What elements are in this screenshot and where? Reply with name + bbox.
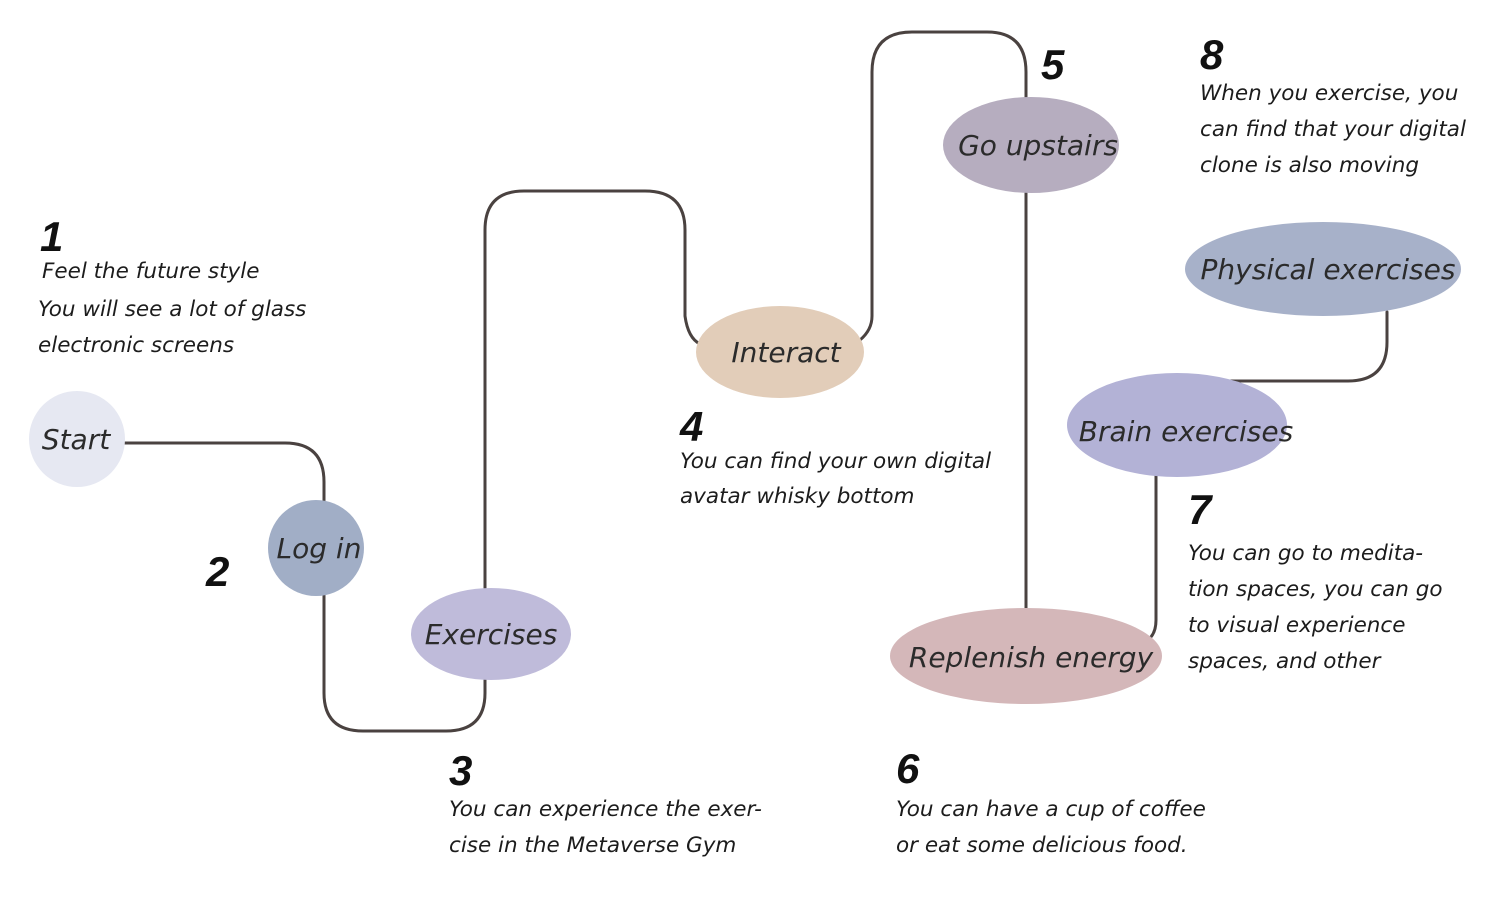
step-4-text-line-2: avatar whisky bottom <box>680 484 915 509</box>
node-start-shape <box>29 391 125 487</box>
node-interact-shape <box>696 306 864 398</box>
step-3-text-line-1: You can experience the exer- <box>449 797 762 822</box>
step-8-text-line-3: clone is also moving <box>1200 153 1420 178</box>
connector-login-exercises <box>322 592 487 733</box>
node-replenish-energy: Replenish energy <box>890 608 1162 704</box>
step-6-number: 6 <box>896 745 920 792</box>
step-8-text-line-2: can find that your digital <box>1200 117 1466 142</box>
node-start: Start <box>29 391 125 487</box>
step-8-number: 8 <box>1200 31 1224 78</box>
step-6-text-line-1: You can have a cup of coffee <box>896 797 1206 822</box>
connector-interact-upstairs <box>858 30 1028 342</box>
node-exercises-label: Exercises <box>425 618 558 651</box>
step-5-number: 5 <box>1041 41 1065 88</box>
step-2-number: 2 <box>206 548 230 595</box>
connector-replenish-brain <box>1148 474 1158 640</box>
step-4-text-line-1: You can find your own digital <box>680 449 992 474</box>
node-physical-exercises-shape <box>1185 222 1461 316</box>
node-interact: Interact <box>696 306 864 398</box>
step-3-number: 3 <box>449 747 473 794</box>
node-login-shape <box>268 500 364 596</box>
step-1-text-line-3: electronic screens <box>38 333 235 358</box>
node-exercises-shape <box>411 588 571 680</box>
step-1-text-line-2: You will see a lot of glass <box>38 297 307 322</box>
step-1-text-line-1: Feel the future style <box>42 259 260 284</box>
step-7-text-line-3: to visual experience <box>1188 613 1406 638</box>
node-brain-exercises: Brain exercises <box>1067 373 1293 477</box>
node-brain-exercises-label: Brain exercises <box>1079 415 1293 448</box>
node-login-label: Log in <box>277 532 362 565</box>
step-6-text-line-2: or eat some delicious food. <box>896 833 1188 858</box>
node-login: Log in <box>268 500 364 596</box>
connector-start-login <box>122 441 326 504</box>
step-7-text-line-4: spaces, and other <box>1188 649 1381 674</box>
node-go-upstairs-label: Go upstairs <box>958 129 1118 162</box>
node-interact-label: Interact <box>731 336 841 369</box>
connector-brain-physical <box>1226 310 1389 383</box>
node-physical-exercises: Physical exercises <box>1185 222 1461 316</box>
node-go-upstairs-shape <box>943 97 1119 193</box>
node-brain-exercises-shape <box>1067 373 1287 477</box>
step-8-text-line-1: When you exercise, you <box>1200 81 1459 106</box>
node-physical-exercises-label: Physical exercises <box>1201 253 1456 286</box>
step-3-text-line-2: cise in the Metaverse Gym <box>449 833 737 858</box>
node-replenish-energy-shape <box>890 608 1162 704</box>
node-replenish-energy-label: Replenish energy <box>909 641 1154 674</box>
step-7-text-line-2: tion spaces, you can go <box>1188 577 1443 602</box>
step-4-number: 4 <box>680 403 704 450</box>
node-start-label: Start <box>42 423 111 456</box>
step-7-number: 7 <box>1188 486 1212 533</box>
node-go-upstairs: Go upstairs <box>943 97 1119 193</box>
node-exercises: Exercises <box>411 588 571 680</box>
step-1-number: 1 <box>40 213 64 260</box>
connector-exercises-interact <box>483 189 702 590</box>
connectors <box>122 30 1389 733</box>
step-7-text-line-1: You can go to medita- <box>1188 541 1424 566</box>
